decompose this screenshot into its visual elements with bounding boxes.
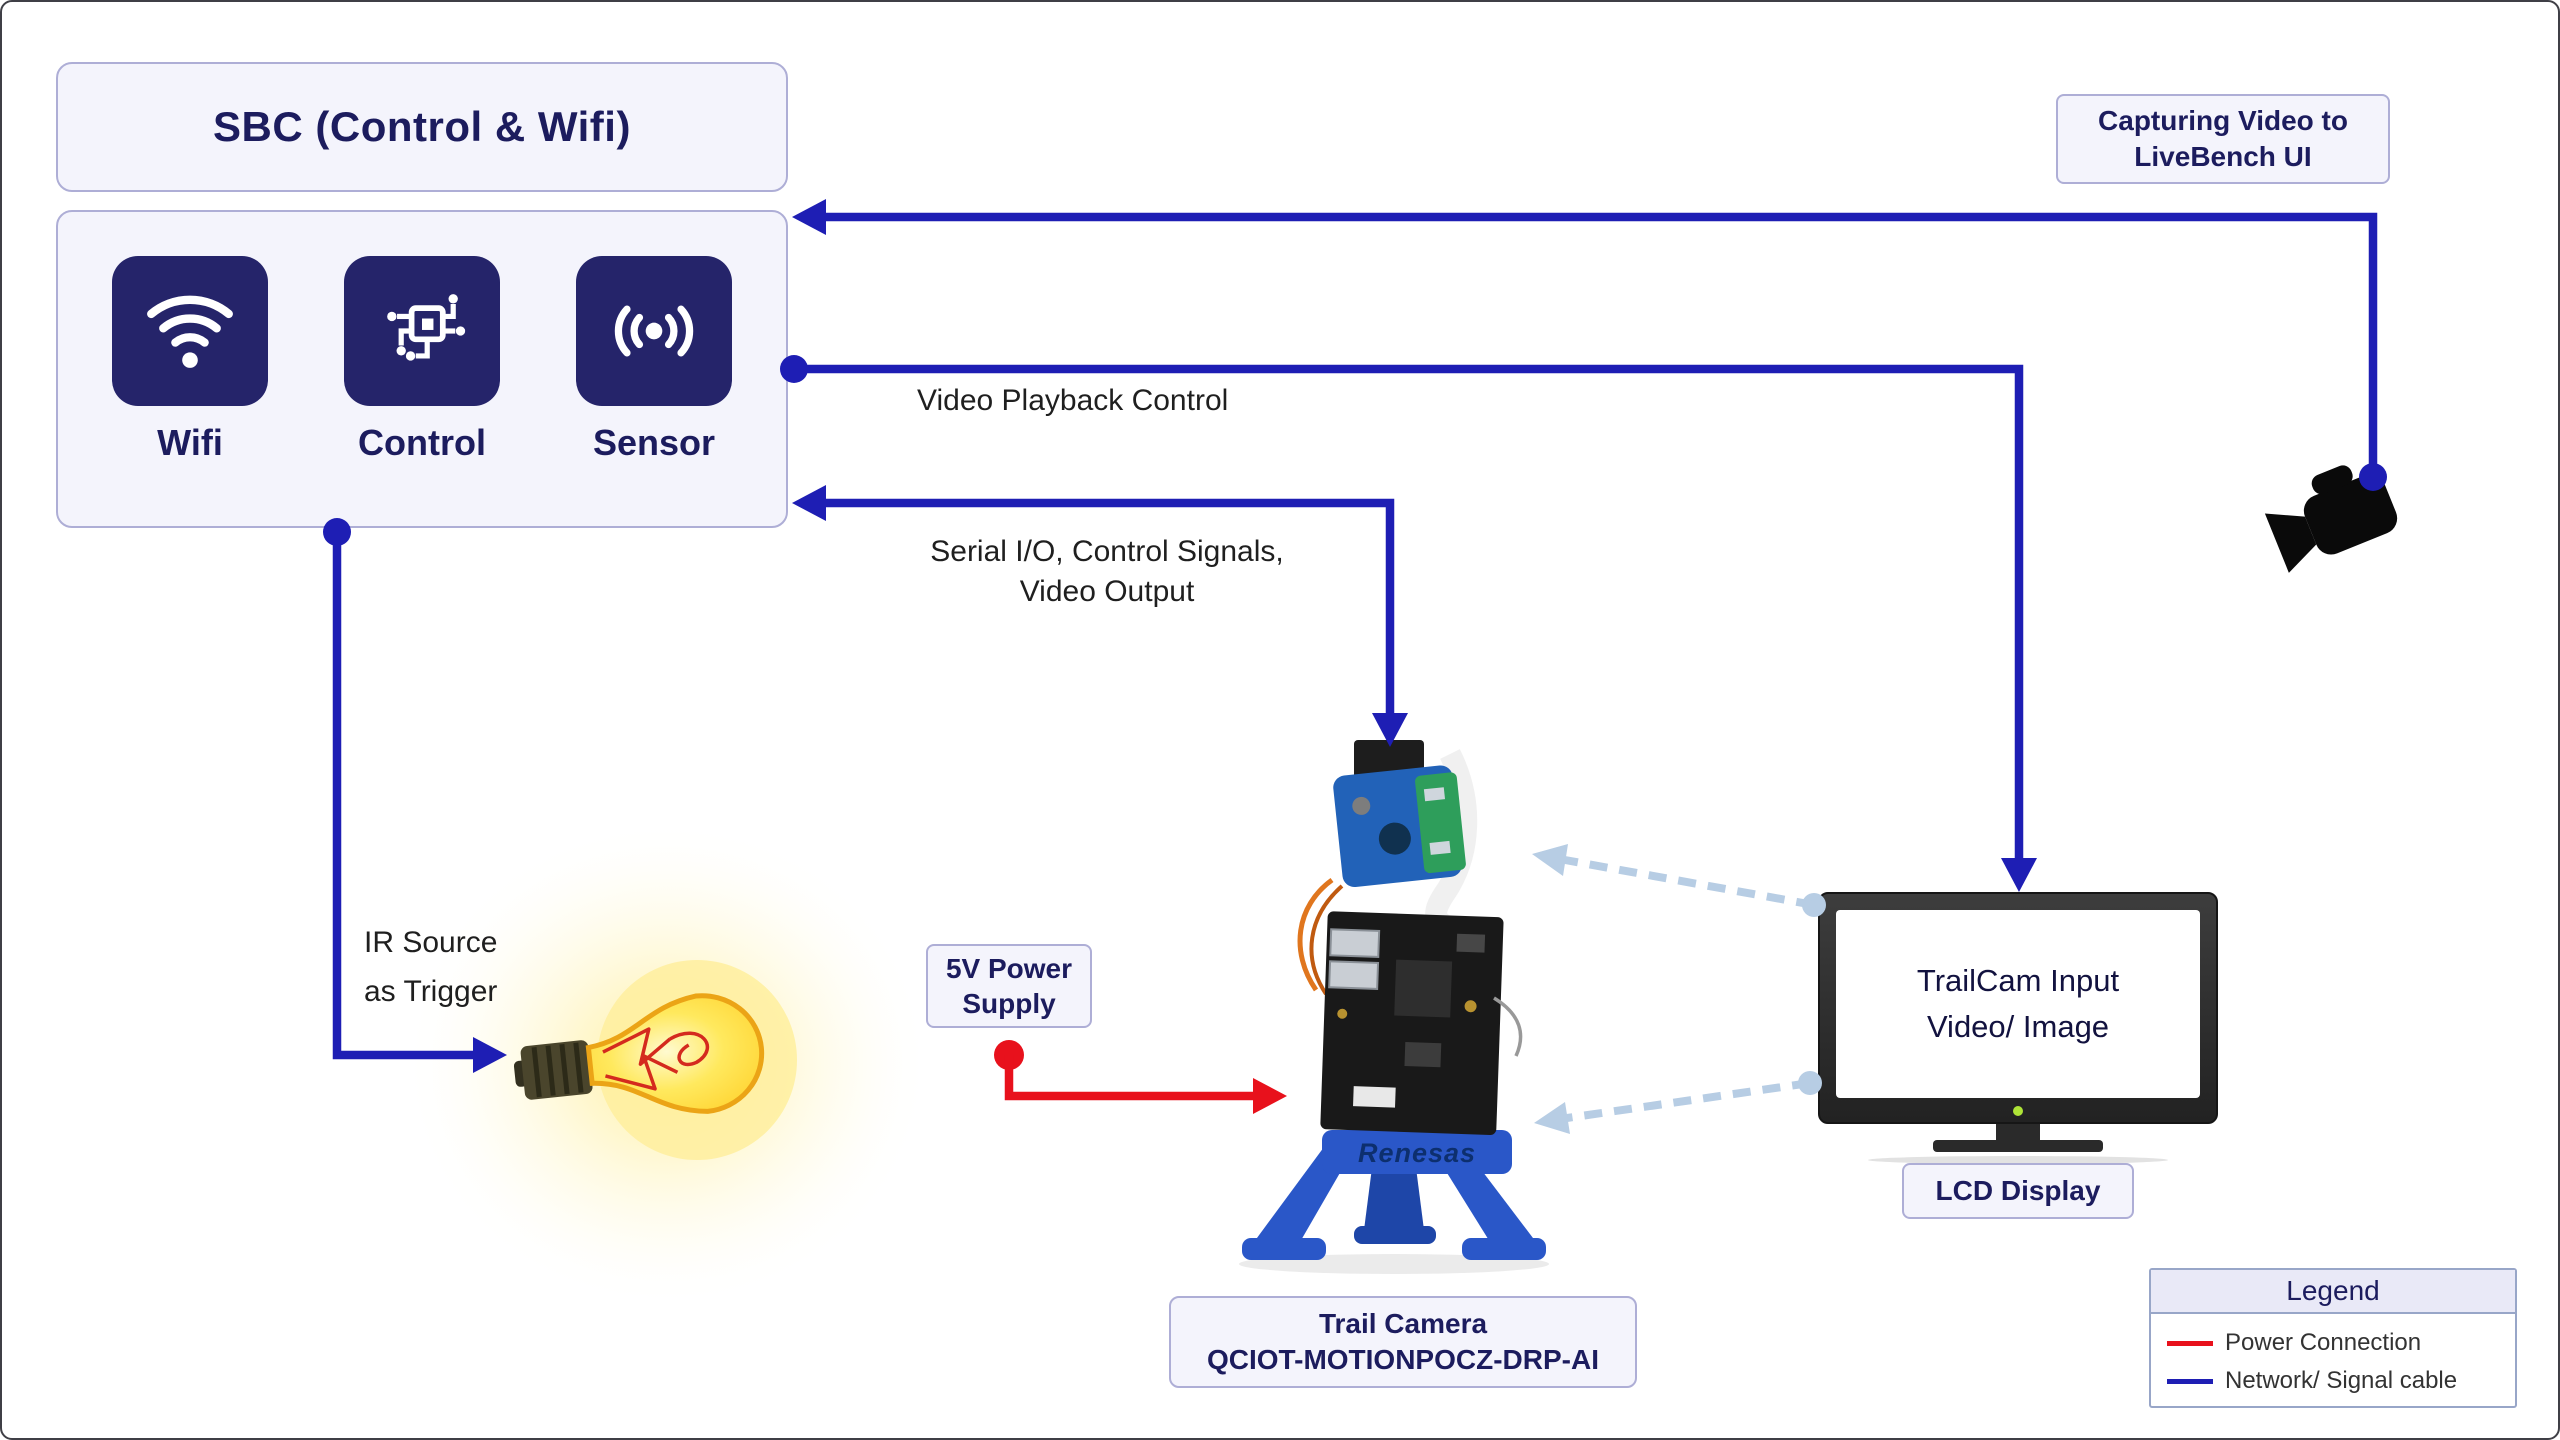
bulb-screw-base — [520, 1040, 593, 1100]
trail-camera-wire — [1297, 877, 1334, 992]
control-tile — [344, 256, 500, 406]
bulb-glass — [585, 993, 765, 1114]
legend-item-power: Power Connection — [2167, 1324, 2515, 1362]
bulb-tip — [513, 1060, 528, 1087]
arrow-lcd-view-top — [1532, 844, 1826, 917]
trail-camera-brand-plate — [1322, 1130, 1512, 1174]
sbc-modules-panel: Wifi Control — [56, 210, 788, 528]
wifi-icon — [147, 295, 233, 368]
trail-camera-right-leg — [1434, 1147, 1536, 1242]
camera-module-pcb — [1415, 772, 1466, 874]
network-line-swatch — [2167, 1378, 2213, 1384]
arrow-power — [994, 1040, 1287, 1114]
trail-camera-center-leg — [1364, 1152, 1424, 1230]
lcd-frame: TrailCam Input Video/ Image — [1818, 892, 2218, 1124]
legend-body: Power Connection Network/ Signal cable — [2151, 1314, 2515, 1400]
ir-source-label: IR Source as Trigger — [364, 926, 498, 1008]
control-circuit-icon — [387, 294, 466, 361]
trail-camera-left-leg — [1254, 1147, 1352, 1242]
lcd-stand-neck — [1996, 1124, 2040, 1140]
capturing-video-box: Capturing Video to LiveBench UI — [2056, 94, 2390, 184]
capturing-video-label: Capturing Video to LiveBench UI — [2098, 104, 2348, 172]
lcd-screen-text: Video/ Image — [1926, 1009, 2110, 1044]
lcd-label-box: LCD Display — [1902, 1163, 2134, 1219]
light-bulb-illustration — [402, 819, 932, 1309]
camera-lens — [1378, 822, 1411, 855]
module-control: Control — [344, 256, 500, 526]
trail-camera-illustration: Renesas — [1239, 740, 1549, 1274]
legend-header: Legend — [2151, 1270, 2515, 1314]
trail-camera-head — [1333, 765, 1462, 888]
sensor-tile — [576, 256, 732, 406]
trail-camera-antenna — [1493, 996, 1523, 1057]
sensor-label: Sensor — [592, 422, 716, 463]
lcd-screen: TrailCam Input Video/ Image — [1836, 910, 2200, 1098]
trail-camera-ribbon-cable — [1425, 749, 1478, 939]
legend: Legend Power Connection Network/ Signal … — [2149, 1268, 2517, 1408]
module-sensor: Sensor — [576, 256, 732, 526]
video-playback-label: Video Playback Control — [917, 384, 1229, 417]
power-supply-box: 5V Power Supply — [926, 944, 1092, 1028]
lcd-shadow — [1868, 1156, 2168, 1164]
trail-camera-pcb — [1320, 911, 1504, 1135]
arrow-lcd-view-bottom — [1534, 1071, 1822, 1134]
usb-port — [1328, 960, 1380, 990]
bulb-inner-glow — [597, 960, 797, 1160]
usb-port — [1329, 928, 1381, 958]
legend-item-network: Network/ Signal cable — [2167, 1362, 2515, 1400]
sensor-icon — [614, 305, 694, 357]
bulb-filament — [602, 1027, 710, 1091]
bulb-glow — [402, 819, 932, 1309]
serial-io-label: Serial I/O, Control Signals, Video Outpu… — [930, 535, 1284, 608]
trail-camera-label-box: Trail Camera QCIOT-MOTIONPOCZ-DRP-AI — [1169, 1296, 1637, 1388]
sbc-title-box: SBC (Control & Wifi) — [56, 62, 788, 192]
lcd-power-led — [2013, 1106, 2023, 1116]
wifi-tile — [112, 256, 268, 406]
camera-screw — [1352, 796, 1371, 815]
arrow-video-playback — [780, 355, 2037, 892]
lcd-screen-text: TrailCam Input — [1916, 963, 2120, 998]
wifi-label: Wifi — [157, 422, 223, 463]
arrow-capture-to-sbc — [792, 199, 2387, 491]
lcd-stand-base — [1933, 1140, 2103, 1152]
video-camera-icon — [2264, 465, 2398, 573]
sbc-title: SBC (Control & Wifi) — [213, 103, 631, 150]
lcd-display: TrailCam Input Video/ Image — [1818, 892, 2218, 1164]
module-wifi: Wifi — [112, 256, 268, 526]
arrow-serial-io — [792, 485, 1408, 747]
power-line-swatch — [2167, 1340, 2213, 1346]
trail-camera-top-module — [1354, 740, 1424, 782]
control-label: Control — [358, 422, 486, 463]
trail-camera-brand: Renesas — [1358, 1138, 1476, 1168]
